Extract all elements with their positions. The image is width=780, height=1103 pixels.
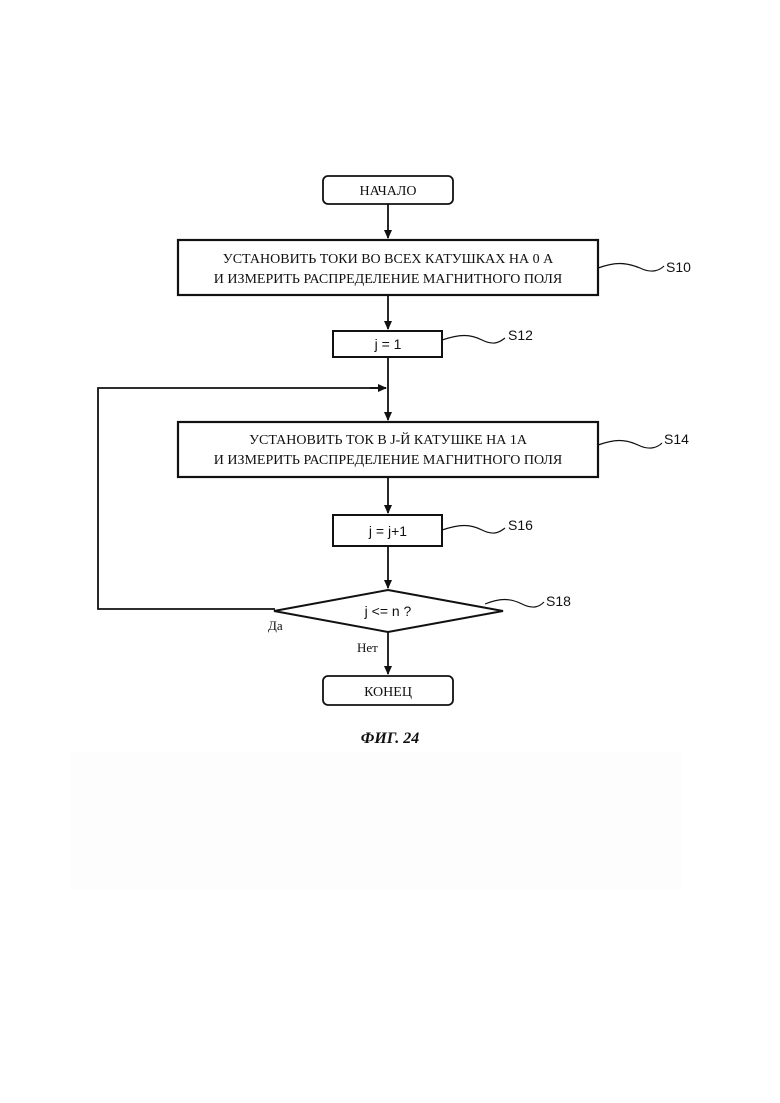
end-label: КОНЕЦ [364,685,412,700]
step-s10-box: УСТАНОВИТЬ ТОКИ ВО ВСЕХ КАТУШКАХ НА 0 А … [178,240,598,295]
s10-step-label: S10 [666,259,691,275]
yes-label: Да [268,618,283,633]
s18-step-label: S18 [546,593,571,609]
s14-step-label: S14 [664,431,689,447]
s10-line1: УСТАНОВИТЬ ТОКИ ВО ВСЕХ КАТУШКАХ НА 0 А [223,252,554,267]
s16-step-label: S16 [508,517,533,533]
s12-step-label: S12 [508,327,533,343]
step-s12-box: j = 1 [333,331,442,357]
s16-leader [442,526,505,534]
step-s14-box: УСТАНОВИТЬ ТОК В J-Й КАТУШКЕ НА 1А И ИЗМ… [178,422,598,477]
s16-text: j = j+1 [368,523,407,539]
s12-leader [442,336,505,344]
s10-leader [598,264,664,272]
s18-leader [485,600,544,608]
s14-line1: УСТАНОВИТЬ ТОК В J-Й КАТУШКЕ НА 1А [249,431,528,448]
s10-line2: И ИЗМЕРИТЬ РАСПРЕДЕЛЕНИЕ МАГНИТНОГО ПОЛЯ [214,272,563,287]
s18-text: j <= n ? [364,603,412,619]
s14-line2: И ИЗМЕРИТЬ РАСПРЕДЕЛЕНИЕ МАГНИТНОГО ПОЛЯ [214,453,563,468]
figure-caption: ФИГ. 24 [0,730,780,748]
end-terminal: КОНЕЦ [323,676,453,705]
start-terminal: НАЧАЛО [323,176,453,204]
no-label: Нет [357,640,378,655]
s12-text: j = 1 [374,336,402,352]
s14-leader [598,441,662,449]
decision-s18: j <= n ? [274,590,503,632]
start-label: НАЧАЛО [360,184,417,199]
step-s16-box: j = j+1 [333,515,442,546]
